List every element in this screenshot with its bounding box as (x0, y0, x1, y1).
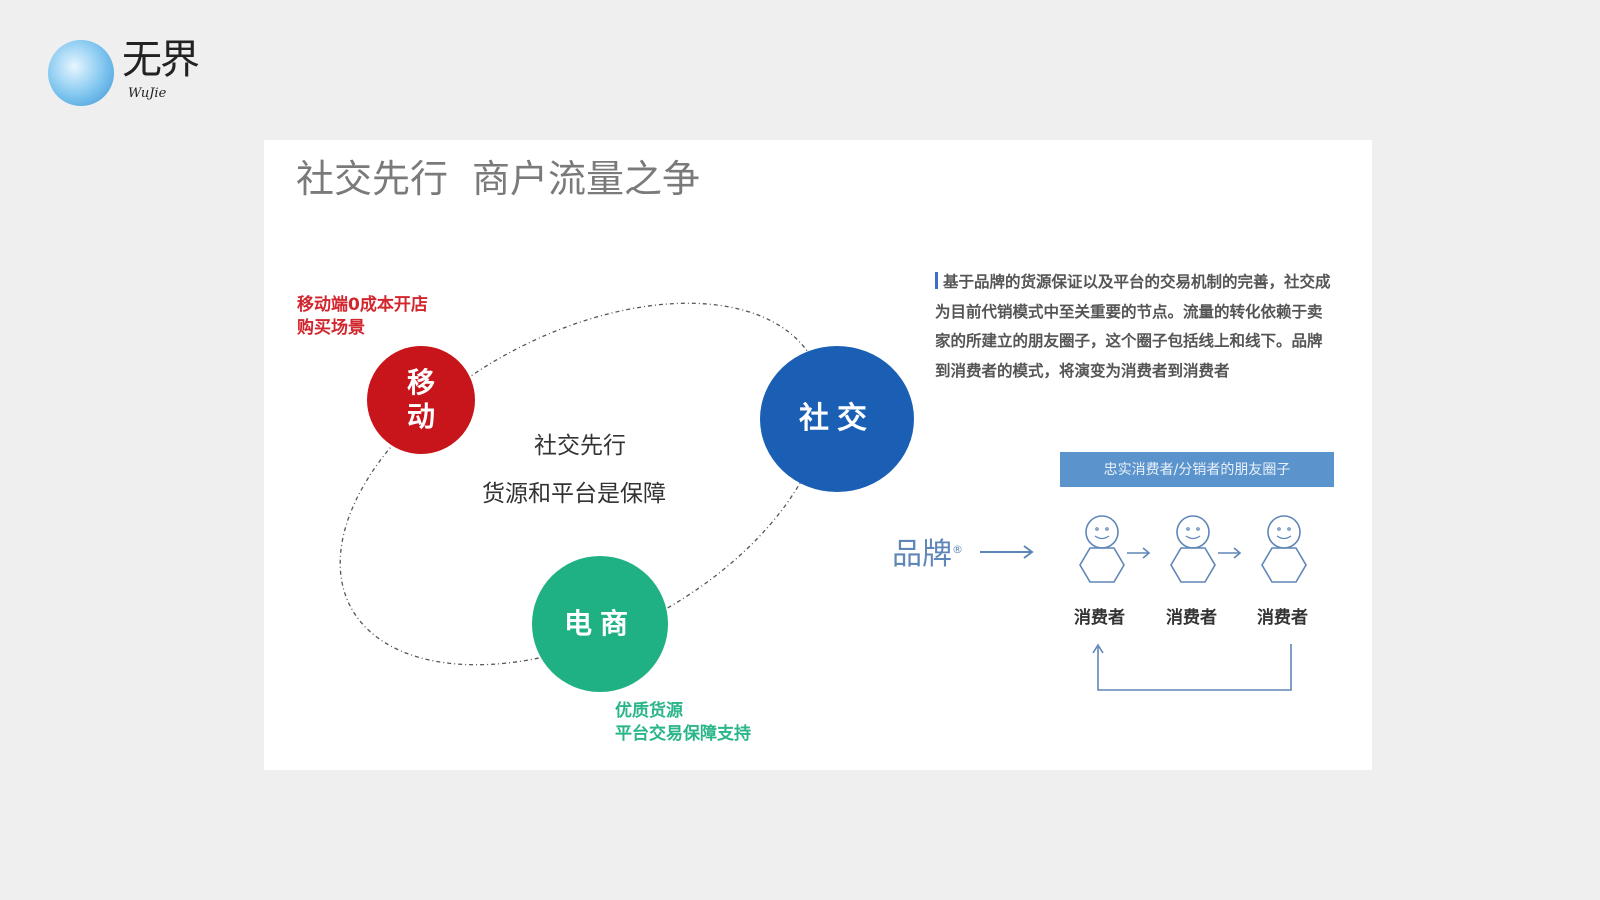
consumer-label-2: 消费者 (1166, 608, 1217, 628)
circle-mobile: 移 动 (367, 346, 475, 454)
brand-arrow (980, 545, 1034, 559)
ecommerce-label-line-2: 平台交易保障支持 (615, 724, 751, 744)
circle-ecommerce: 电商 (532, 556, 668, 692)
paragraph-text: 基于品牌的货源保证以及平台的交易机制的完善，社交成为目前代销模式中至关重要的节点… (935, 273, 1331, 380)
logo-text: 无界 (122, 37, 200, 83)
consumer-label-1: 消费者 (1074, 608, 1125, 628)
logo-subtext: WuJie (128, 86, 167, 101)
title-part-2: 商户流量之争 (472, 157, 701, 201)
title-part-1: 社交先行 (296, 157, 449, 201)
mobile-label-line-1: 移动端0成本开店 (297, 295, 428, 315)
center-text-2: 货源和平台是保障 (482, 481, 666, 507)
brand-label: 品牌® (892, 532, 963, 573)
brand-text: 品牌 (892, 537, 952, 572)
person-icon-1 (1079, 515, 1125, 583)
friend-circle-band: 忠实消费者/分销者的朋友圈子 (1060, 452, 1334, 487)
mobile-label: 移动端0成本开店 购买场景 (297, 294, 428, 340)
consumer-label-3: 消费者 (1257, 608, 1308, 628)
accent-bar (935, 272, 938, 289)
logo: 无界 WuJie (48, 38, 218, 114)
ecommerce-label: 优质货源 平台交易保障支持 (615, 700, 751, 746)
mobile-label-line-2: 购买场景 (297, 318, 365, 338)
description-paragraph: 基于品牌的货源保证以及平台的交易机制的完善，社交成为目前代销模式中至关重要的节点… (935, 268, 1335, 386)
ecommerce-label-line-1: 优质货源 (615, 701, 683, 721)
person-icon-2 (1170, 515, 1216, 583)
circle-social: 社交 (760, 346, 914, 492)
person-icon-3 (1261, 515, 1307, 583)
consumer-icons (1079, 515, 1307, 691)
center-text-1: 社交先行 (534, 433, 626, 459)
registered-mark: ® (952, 543, 963, 556)
slide-card: 社交先行商户流量之争 移 动 社交 电商 社交先行 货源和平台是保障 移动端0成… (264, 140, 1372, 770)
slide-title: 社交先行商户流量之争 (296, 156, 724, 202)
loop-arrow (1097, 644, 1292, 691)
logo-globe-icon (48, 40, 114, 106)
